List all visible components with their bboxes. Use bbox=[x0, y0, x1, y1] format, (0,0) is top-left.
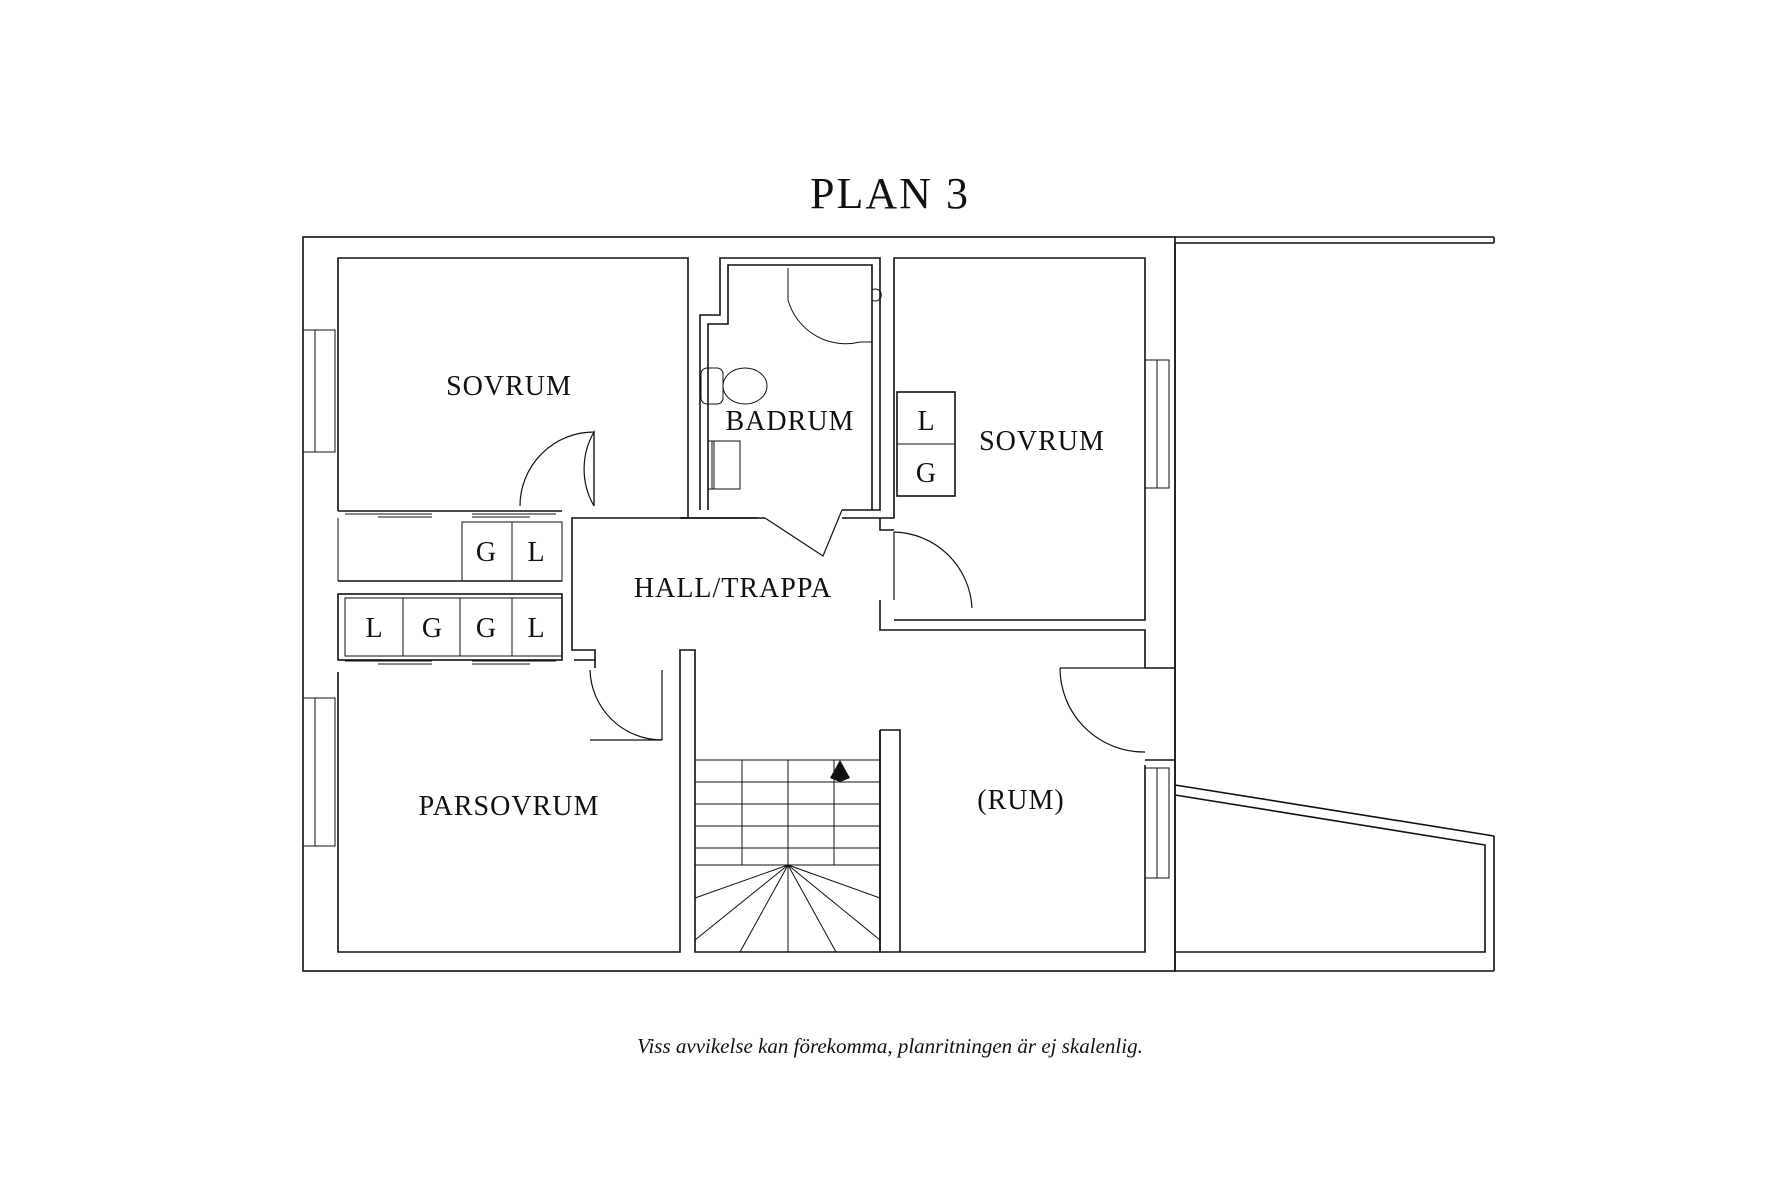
room-sovrum-right bbox=[879, 257, 1146, 668]
sliding-doors bbox=[345, 513, 556, 665]
room-sovrum-left bbox=[337, 257, 689, 582]
staircase bbox=[694, 730, 881, 953]
cabinet-label: G bbox=[476, 613, 496, 644]
cabinet-label: L bbox=[917, 406, 934, 437]
cabinet-label: G bbox=[422, 613, 442, 644]
room-badrum bbox=[680, 257, 881, 519]
cabinet-label: L bbox=[365, 613, 382, 644]
windows bbox=[302, 329, 1170, 879]
cabinet-label: G bbox=[916, 458, 936, 489]
balcony bbox=[1174, 243, 1495, 971]
label-hall: HALL/TRAPPA bbox=[634, 573, 832, 604]
label-sovrum-right: SOVRUM bbox=[979, 426, 1105, 457]
cabinet-label: L bbox=[527, 537, 544, 568]
plan-title: PLAN 3 bbox=[810, 169, 970, 218]
doors bbox=[519, 429, 1146, 753]
label-parsovrum: PARSOVRUM bbox=[419, 791, 600, 822]
disclaimer-text: Viss avvikelse kan förekomma, planritnin… bbox=[637, 1034, 1143, 1058]
closet-row-upper bbox=[461, 521, 563, 582]
stair-up-arrow-icon bbox=[830, 760, 850, 782]
bathroom-fixtures bbox=[700, 268, 882, 490]
closet-row-lower bbox=[337, 593, 563, 661]
outer-walls bbox=[302, 236, 1495, 972]
label-rum: (RUM) bbox=[977, 785, 1064, 816]
label-badrum: BADRUM bbox=[726, 406, 855, 437]
label-sovrum-left: SOVRUM bbox=[446, 371, 572, 402]
cabinet-label: G bbox=[476, 537, 496, 568]
cabinet-label: L bbox=[527, 613, 544, 644]
